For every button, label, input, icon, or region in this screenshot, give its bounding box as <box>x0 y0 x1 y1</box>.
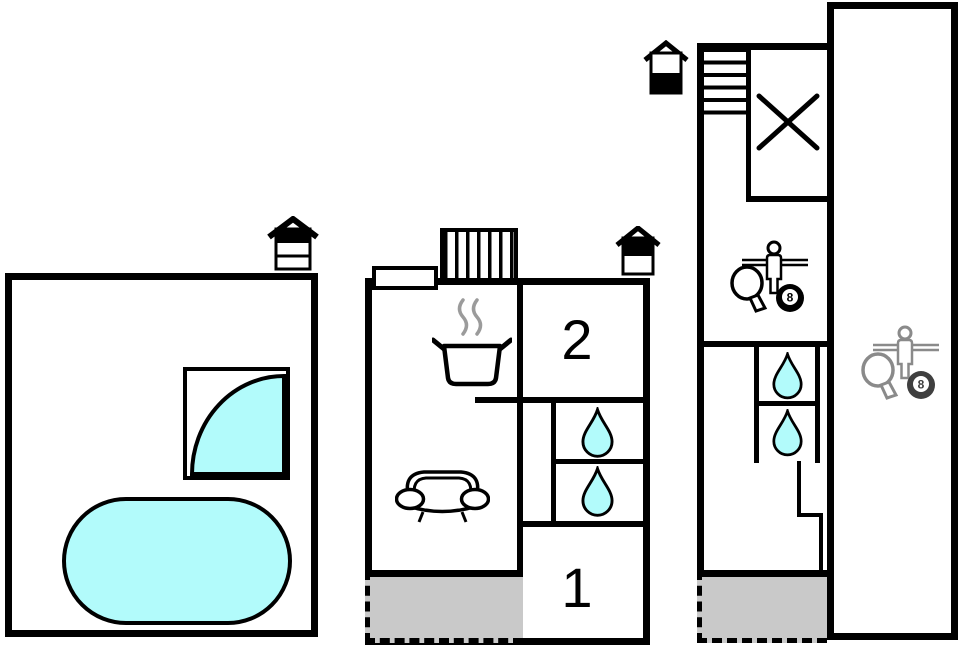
bedroom-2-label: 2 <box>561 308 593 371</box>
ground-floor-top-wall <box>697 43 827 50</box>
corner-bath <box>183 367 290 480</box>
steam-line <box>471 298 483 336</box>
interior-wall-kitchen <box>475 397 643 403</box>
paddle-handle <box>747 293 768 313</box>
pot-handle <box>497 337 512 352</box>
notch-wall <box>819 513 823 574</box>
sofa-leg <box>417 511 425 523</box>
foosball-player-head <box>897 325 913 341</box>
cooking-pot-icon <box>432 298 512 387</box>
paddle-handle <box>878 380 899 400</box>
games-foosball-tabletennis-billiards-icon: 8 <box>730 240 808 313</box>
sofa-armrest <box>395 487 426 511</box>
water-drop-icon <box>581 407 614 458</box>
tabletennis-paddle <box>730 265 764 301</box>
staircase-icon <box>704 48 746 123</box>
tabletennis-paddle <box>861 352 895 388</box>
filled-level-band <box>651 73 681 93</box>
interior-wall-corridor <box>551 403 556 523</box>
terrace <box>365 570 523 643</box>
interior-wall-bath-divider <box>556 459 643 464</box>
foosball-player-head <box>766 240 782 256</box>
sofa-armrest <box>459 487 490 511</box>
foosball-player-body <box>765 253 783 295</box>
filled-level-band <box>621 237 655 256</box>
right-level-indicator-icon <box>643 40 689 95</box>
sofa-back-seam <box>412 476 473 499</box>
pot-handle <box>432 337 447 352</box>
notch-wall <box>797 461 801 517</box>
interior-wall-gameroom <box>697 341 827 347</box>
water-drop-icon <box>772 409 803 457</box>
middle-level-indicator-icon <box>615 226 661 276</box>
x-cross-icon <box>756 93 820 151</box>
ground-floor-left-wall <box>697 43 704 574</box>
sofa-leg <box>460 511 468 523</box>
window-marker <box>372 266 438 290</box>
pot-body <box>441 343 503 387</box>
foosball-player-body <box>896 338 914 380</box>
billiard-ball-number: 8 <box>918 378 925 392</box>
annex-building <box>827 2 958 640</box>
bedroom-1-label: 1 <box>561 556 593 619</box>
billiard-ball-circle <box>913 376 929 392</box>
filled-level-band <box>274 228 312 243</box>
billiard-ball-circle <box>782 289 798 305</box>
games-foosball-tabletennis-billiards-icon-gray: 8 <box>861 325 939 400</box>
interior-wall-main <box>517 285 523 638</box>
water-drop-icon <box>581 466 614 517</box>
corner-bath-water <box>189 373 286 476</box>
terrace <box>697 570 827 643</box>
left-level-indicator-icon <box>267 216 319 271</box>
interior-wall-bath-divider <box>759 401 815 406</box>
staircase-icon <box>440 228 518 282</box>
water-drop-icon <box>772 352 803 400</box>
notch-wall <box>797 513 823 517</box>
void-room <box>746 50 827 202</box>
steam-line <box>457 298 469 336</box>
swimming-pool <box>62 497 292 625</box>
sofa-icon <box>395 470 490 523</box>
interior-wall-bath-bottom <box>523 521 643 527</box>
billiard-ball-number: 8 <box>787 291 794 305</box>
